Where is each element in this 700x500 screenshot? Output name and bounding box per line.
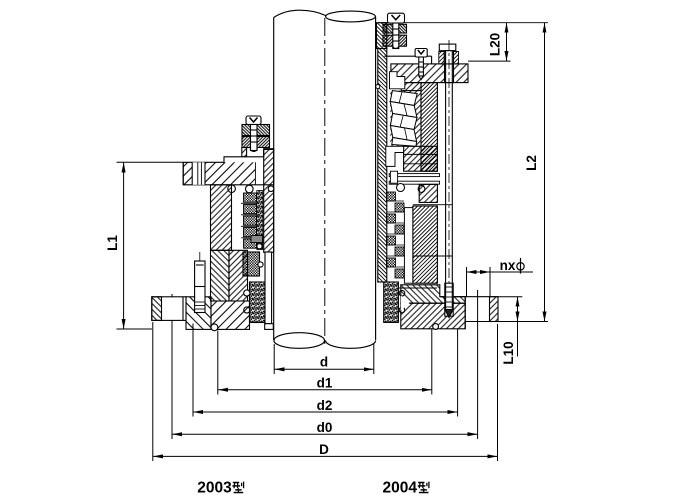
svg-text:d2: d2 — [317, 398, 333, 413]
svg-text:L20: L20 — [488, 33, 503, 56]
svg-text:d1: d1 — [317, 376, 333, 391]
svg-text:L2: L2 — [524, 155, 539, 171]
svg-text:L10: L10 — [501, 341, 516, 364]
svg-text:nx: nx — [500, 258, 516, 273]
svg-text:2003: 2003 — [197, 480, 232, 497]
svg-text:d: d — [320, 355, 328, 370]
svg-text:D: D — [319, 442, 329, 457]
svg-text:L1: L1 — [105, 235, 120, 251]
svg-text:d0: d0 — [317, 420, 333, 435]
svg-text:2004: 2004 — [382, 480, 417, 497]
